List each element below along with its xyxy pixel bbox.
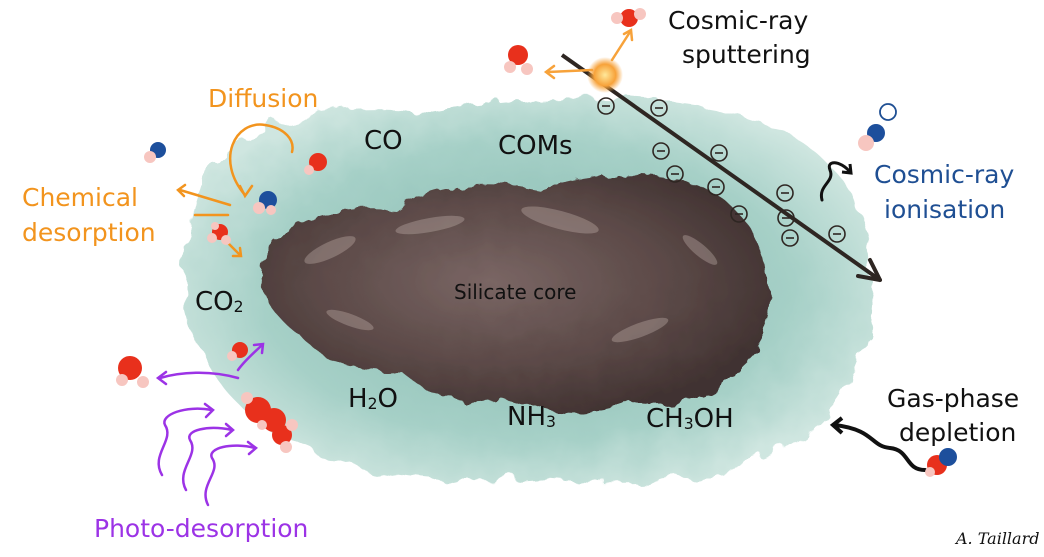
ionised-molecule xyxy=(858,103,897,151)
sputtering-flash xyxy=(587,57,623,93)
water-molecule-photo-2 xyxy=(116,356,149,388)
gas-phase-molecule xyxy=(925,448,957,477)
ch3oh-a: CH xyxy=(646,404,684,434)
ionisation-label-line2: ionisation xyxy=(884,195,1006,224)
chemical-desorption-label-line1: Chemical xyxy=(22,183,138,212)
sputtered-molecule-left xyxy=(504,45,533,75)
ionisation-squiggle xyxy=(819,161,852,202)
chemical-desorption-label-line2: desorption xyxy=(22,218,156,247)
co2-label: CO2 xyxy=(195,287,244,317)
nh3-subscript: 3 xyxy=(546,413,556,431)
molecules xyxy=(116,8,957,477)
electrons xyxy=(597,97,846,247)
depletion-label-line1: Gas-phase xyxy=(887,384,1020,413)
ch3oh-subscript: 3 xyxy=(683,415,694,433)
cosmic-ray-track xyxy=(560,53,882,282)
nh3-label: NH3 xyxy=(507,402,556,432)
water-cluster-photo xyxy=(241,392,298,453)
sputtering-arrows xyxy=(543,27,634,80)
author-signature: A. Taillard xyxy=(956,529,1040,548)
ch3oh-label: CH3OH xyxy=(646,404,734,434)
water-molecule-top xyxy=(304,153,327,175)
h2o-subscript: 2 xyxy=(367,395,378,413)
depletion-arrowhead xyxy=(829,416,844,435)
co-label: CO xyxy=(364,126,403,156)
silicate-core-label: Silicate core xyxy=(454,280,577,304)
photo-desorption-arrows xyxy=(155,342,265,507)
water-molecule-photo-1 xyxy=(227,342,248,361)
silicate-core xyxy=(261,175,772,413)
depletion-label-line2: depletion xyxy=(899,418,1017,447)
co2-subscript: 2 xyxy=(233,298,244,316)
ch3oh-b: OH xyxy=(693,404,734,434)
water-molecule-chemdes xyxy=(207,222,231,245)
co-molecule-left xyxy=(144,142,166,163)
h2o-h: H xyxy=(348,384,368,414)
depletion-squiggle xyxy=(833,423,927,472)
sputtered-molecule-top xyxy=(611,8,646,27)
co-molecule-diffusing xyxy=(253,191,277,215)
ionisation-label-line1: Cosmic-ray xyxy=(874,160,1015,189)
nh3-base: NH xyxy=(507,402,546,432)
sputtering-label-line1: Cosmic-ray xyxy=(668,6,809,35)
co2-base: CO xyxy=(195,287,234,317)
cosmic-ray-arrowhead xyxy=(856,258,882,282)
coms-label: COMs xyxy=(498,131,573,161)
h2o-o: O xyxy=(377,384,398,414)
electron-signs xyxy=(602,105,841,239)
photo-desorption-label: Photo-desorption xyxy=(94,514,309,543)
diffusion-label: Diffusion xyxy=(208,84,319,113)
h2o-label: H2O xyxy=(348,384,398,414)
core-texture xyxy=(304,206,718,343)
ionisation-arrowhead xyxy=(841,163,853,175)
sputtering-label-line2: sputtering xyxy=(682,40,811,69)
